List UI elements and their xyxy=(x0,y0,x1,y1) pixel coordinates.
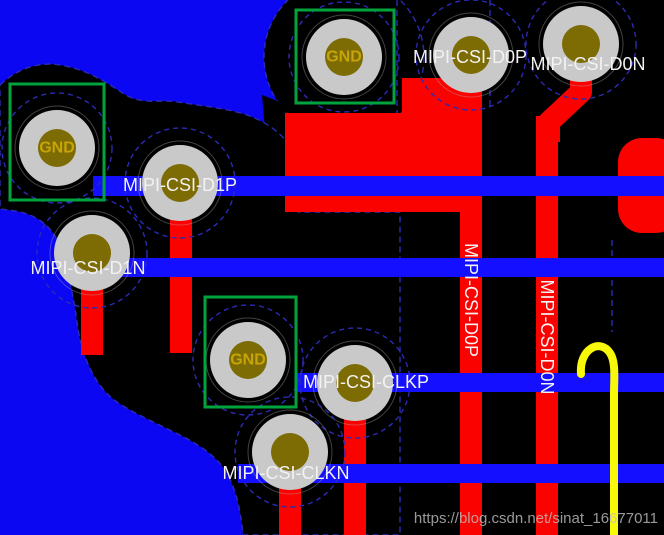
pad-clearance-ring xyxy=(234,396,346,508)
net-label-clkn: MIPI-CSI-CLKN xyxy=(222,463,349,483)
pad-clearance-ring xyxy=(415,0,527,111)
trace-d0n-vertical[interactable] xyxy=(536,116,558,535)
pad-hole xyxy=(452,36,490,74)
pad-outline-ring xyxy=(301,14,387,100)
watermark: https://blog.csdn.net/sinat_16677011 xyxy=(413,510,658,527)
pad-hole xyxy=(562,25,600,63)
net-label-d1p: MIPI-CSI-D1P xyxy=(123,175,237,195)
pad-clearance-ring xyxy=(288,1,400,113)
gnd-label-center: GND xyxy=(230,352,266,369)
yellow-wire[interactable] xyxy=(576,342,619,535)
net-label-clkp: MIPI-CSI-CLKP xyxy=(303,372,429,392)
pad-hole xyxy=(229,341,267,379)
pad-clkn[interactable] xyxy=(234,396,346,508)
pad-outline-ring xyxy=(538,1,624,87)
gnd-label-top: GND xyxy=(326,49,362,66)
trace-d0p-vertical[interactable] xyxy=(460,113,482,535)
pad-outline-ring xyxy=(137,140,223,226)
pad-hole xyxy=(161,164,199,202)
pad-clearance-ring xyxy=(299,327,411,439)
pad-d1p[interactable] xyxy=(124,127,236,239)
net-label-d0n-vertical: MIPI-CSI-D0N xyxy=(537,279,557,394)
gnd-highlight-box-1 xyxy=(294,8,396,105)
pads-layer xyxy=(1,0,637,508)
trace-d1n-horizontal[interactable] xyxy=(95,258,664,277)
pad-clearance-ring xyxy=(36,197,148,309)
pad-outline-ring xyxy=(428,12,514,98)
net-label-d0n: MIPI-CSI-D0N xyxy=(530,54,645,74)
gnd-highlights-layer xyxy=(8,8,396,409)
pad-outline-ring xyxy=(247,409,333,495)
pad-gnd-center[interactable] xyxy=(192,304,304,416)
trace-clkn-horizontal[interactable] xyxy=(238,464,664,483)
pad-hole xyxy=(38,129,76,167)
pad-d1n[interactable] xyxy=(36,197,148,309)
pad-gnd-top[interactable] xyxy=(288,1,400,113)
pad-outline-ring xyxy=(49,210,135,296)
pad-clearance-ring xyxy=(192,304,304,416)
gnd-highlight-box-3 xyxy=(203,295,298,409)
pad-hole xyxy=(336,364,374,402)
pad-clearance-ring xyxy=(525,0,637,100)
pad-gnd-left[interactable] xyxy=(1,92,113,204)
net-label-d0p: MIPI-CSI-D0P xyxy=(413,47,527,67)
gnd-highlight-box-2 xyxy=(8,82,106,202)
pad-hole xyxy=(325,38,363,76)
pad-d0p[interactable] xyxy=(415,0,527,111)
pad-d0n[interactable] xyxy=(525,0,637,100)
pad-outline-ring xyxy=(14,105,100,191)
trace-clkp-vertical[interactable] xyxy=(344,385,366,535)
red-pour-region[interactable] xyxy=(285,113,482,212)
pad-clkp[interactable] xyxy=(299,327,411,439)
pad-hole xyxy=(271,433,309,471)
trace-d1p-horizontal[interactable] xyxy=(93,176,664,196)
pad-hole xyxy=(73,234,111,272)
pad-outline-ring xyxy=(312,340,398,426)
pad-clearance-ring xyxy=(124,127,236,239)
pad-clearance-ring xyxy=(1,92,113,204)
net-label-d1n: MIPI-CSI-D1N xyxy=(30,258,145,278)
gnd-label-left: GND xyxy=(39,140,75,157)
net-label-d0p-vertical: MIPI-CSI-D0P xyxy=(461,243,481,357)
bottom-layer-blue-traces[interactable] xyxy=(93,176,664,483)
